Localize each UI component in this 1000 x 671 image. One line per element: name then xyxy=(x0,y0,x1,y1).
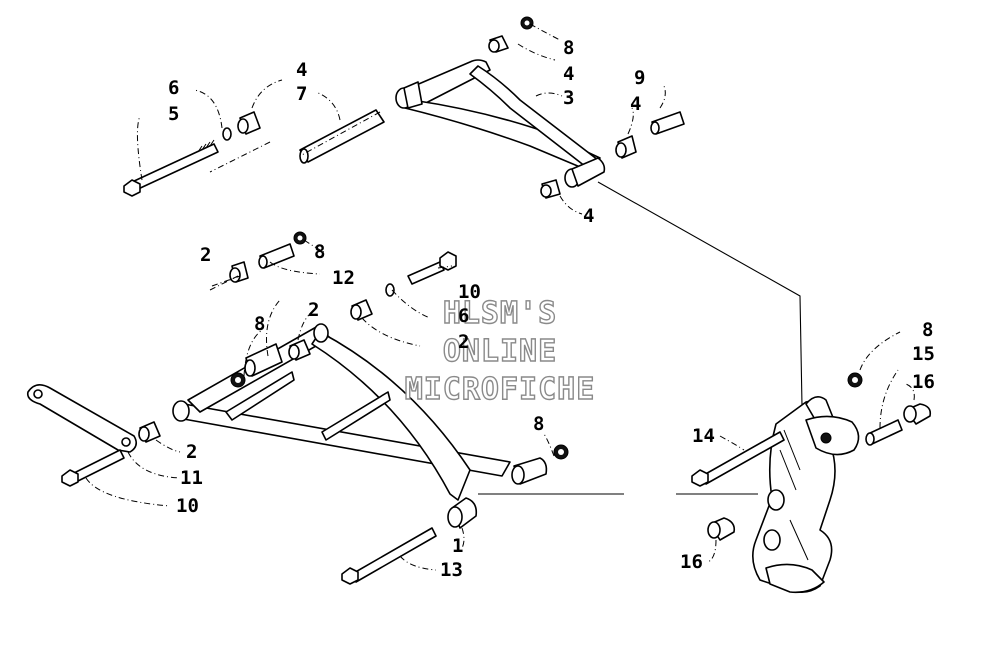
callout-8: 8 xyxy=(254,313,265,335)
callout-2: 2 xyxy=(186,441,197,463)
callout-8: 8 xyxy=(314,241,325,263)
callout-10: 10 xyxy=(176,495,199,517)
callout-4: 4 xyxy=(583,205,594,227)
callout-2: 2 xyxy=(200,244,211,266)
callout-8: 8 xyxy=(533,413,544,435)
callout-labels: 8 4 3 9 4 4 4 7 6 5 2 8 12 2 8 10 6 2 2 … xyxy=(168,37,935,581)
knuckle-hardware xyxy=(691,372,932,541)
watermark-line-2: ONLINE xyxy=(443,334,557,369)
callout-16: 16 xyxy=(912,371,935,393)
upper-a-arm xyxy=(395,59,606,188)
upper-arm-hardware xyxy=(123,16,685,199)
callout-10: 10 xyxy=(458,281,481,303)
callout-11: 11 xyxy=(180,467,203,489)
watermark-line-1: HLSM'S xyxy=(443,296,557,331)
callout-4: 4 xyxy=(630,93,641,115)
callout-15: 15 xyxy=(912,343,935,365)
lower-arm-hardware xyxy=(26,231,569,585)
callout-5: 5 xyxy=(168,103,179,125)
callout-7: 7 xyxy=(296,83,307,105)
callout-8: 8 xyxy=(922,319,933,341)
callout-14: 14 xyxy=(692,425,715,447)
callout-1: 1 xyxy=(452,535,463,557)
callout-6: 6 xyxy=(168,77,179,99)
callout-4: 4 xyxy=(296,59,307,81)
callout-8: 8 xyxy=(563,37,574,59)
callout-3: 3 xyxy=(563,87,574,109)
callout-6: 6 xyxy=(458,305,469,327)
callout-2: 2 xyxy=(458,331,469,353)
callout-2: 2 xyxy=(308,299,319,321)
steering-knuckle xyxy=(752,396,860,594)
callout-4: 4 xyxy=(563,63,574,85)
callout-12: 12 xyxy=(332,267,355,289)
callout-13: 13 xyxy=(440,559,463,581)
watermark: HLSM'S ONLINE MICROFICHE xyxy=(404,295,596,407)
callout-16: 16 xyxy=(680,551,703,573)
watermark-line-3: MICROFICHE xyxy=(405,372,596,407)
callout-9: 9 xyxy=(634,67,645,89)
